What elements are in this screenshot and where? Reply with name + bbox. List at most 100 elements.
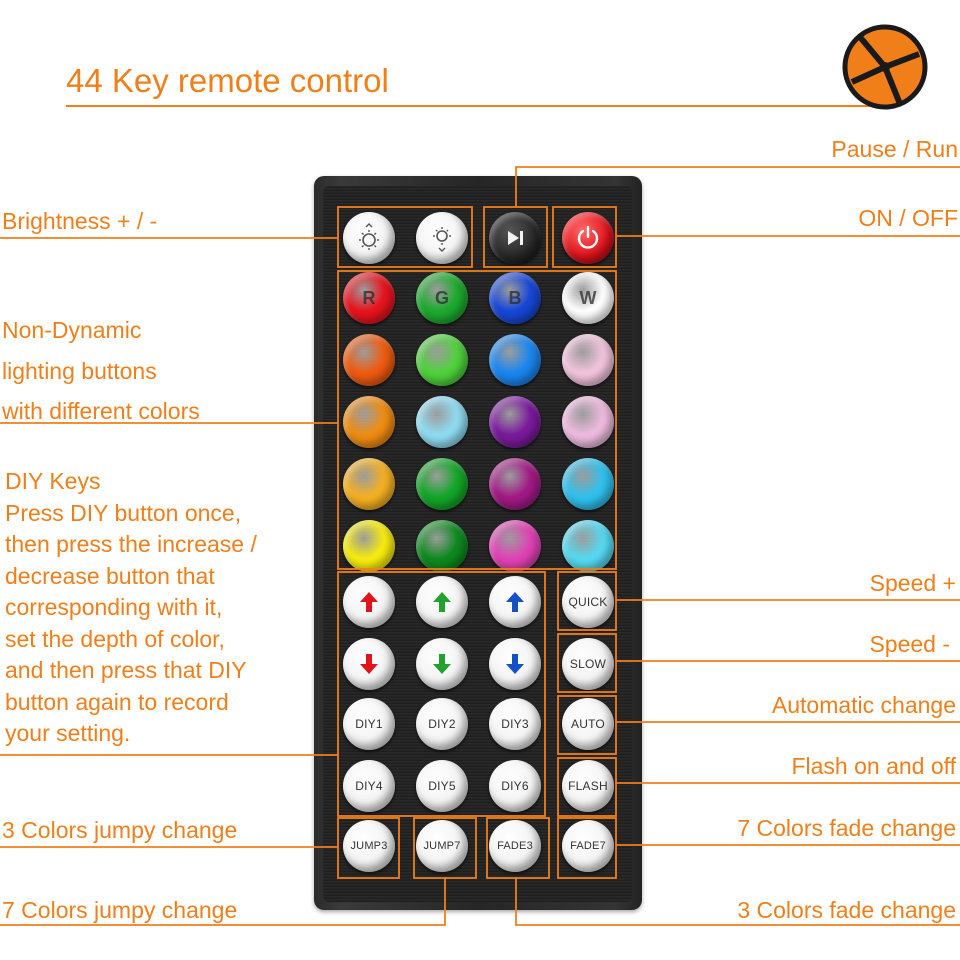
diy-line: Press DIY button once, [5,499,242,526]
blue-up-button[interactable] [489,576,541,628]
jump7-group-box [413,817,477,879]
arrow-up-icon [506,592,524,612]
fade3-button[interactable]: FADE3 [489,820,541,872]
fade7-button[interactable]: FADE7 [562,820,614,872]
flash-label: FLASH [568,779,608,793]
sun-up-icon [359,223,379,250]
jump3-group-box [337,817,400,879]
diy3-button[interactable]: DIY3 [489,698,541,750]
color-letter: G [434,287,449,308]
pause-group-box [483,206,548,268]
color-button-r3-c4[interactable] [562,396,614,448]
diy-line: decrease button that [5,562,215,589]
jump3-label: JUMP3 [350,840,388,852]
flash-group-box [557,757,617,817]
jump3-button[interactable]: JUMP3 [343,820,395,872]
green-down-button[interactable] [416,638,468,690]
diy2-label: DIY2 [428,717,456,731]
auto-label-text: Automatic change [771,692,956,718]
diy-line: your setting. [5,720,131,746]
power-group-box [552,206,617,268]
auto-button[interactable]: AUTO [562,698,614,750]
fade3-label: FADE3 [497,840,533,852]
reel-logo-icon [842,24,928,110]
quick-button[interactable]: QUICK [562,576,614,628]
slow-button[interactable]: SLOW [562,638,614,690]
flash-button[interactable]: FLASH [562,760,614,812]
non-dynamic-line: Non-Dynamic [2,317,142,343]
color-group-box [337,270,617,570]
fade3-leader [515,878,960,926]
fade7-label: FADE7 [570,840,606,852]
color-button-r1-c1[interactable]: R [343,272,395,324]
power-button[interactable] [562,212,614,264]
fade7-label-text: 7 Colors fade change [737,815,956,841]
quick-label: QUICK [568,595,608,609]
brightness-label: Brightness + / - [2,208,158,234]
color-button-r3-c1[interactable] [343,396,395,448]
red-down-button[interactable] [343,638,395,690]
diy-text: DIY Keys Press DIY button once, then pre… [5,466,257,750]
fade3-label-text: 3 Colors fade change [737,897,956,923]
color-button-r4-c2[interactable] [416,458,468,510]
color-button-r2-c1[interactable] [343,334,395,386]
color-button-r4-c3[interactable] [489,458,541,510]
on-off-label: ON / OFF [858,205,958,231]
title-underline [66,105,896,107]
color-button-r1-c3[interactable]: B [489,272,541,324]
page-title: 44 Key remote control [66,62,389,99]
fade7-group-box [557,817,617,879]
color-button-r5-c3[interactable] [489,520,541,572]
diy2-button[interactable]: DIY2 [416,698,468,750]
diy5-button[interactable]: DIY5 [416,760,468,812]
diy3-label: DIY3 [501,717,529,731]
diy-line: corresponding with it, [5,594,223,620]
green-up-button[interactable] [416,576,468,628]
blue-down-button[interactable] [489,638,541,690]
color-button-r2-c4[interactable] [562,334,614,386]
diy6-label: DIY6 [501,779,529,793]
brightness-group-box [337,206,473,268]
color-button-r5-c2[interactable] [416,520,468,572]
color-button-r2-c2[interactable] [416,334,468,386]
color-button-r2-c3[interactable] [489,334,541,386]
diy-line: DIY Keys [5,468,101,494]
diy5-label: DIY5 [428,779,456,793]
arrow-down-icon [506,654,524,674]
brightness-down-button[interactable] [416,212,468,264]
diy1-button[interactable]: DIY1 [343,698,395,750]
color-button-r5-c1[interactable] [343,520,395,572]
arrow-up-icon [433,592,451,612]
jump7-label: JUMP7 [423,840,461,852]
color-letter: R [362,287,376,308]
auto-group-box [557,695,617,755]
diy1-label: DIY1 [355,717,383,731]
slow-group-box [557,633,617,693]
color-button-r1-c2[interactable]: G [416,272,468,324]
jump3-label-text: 3 Colors jumpy change [2,817,238,843]
color-button-r3-c2[interactable] [416,396,468,448]
speed-down-label: Speed - [869,631,950,657]
auto-label: AUTO [571,717,605,731]
diy6-button[interactable]: DIY6 [489,760,541,812]
jump7-label-text: 7 Colors jumpy change [2,897,238,923]
brightness-up-button[interactable] [343,212,395,264]
diy-line: set the depth of color, [5,625,225,652]
color-button-r4-c4[interactable] [562,458,614,510]
non-dynamic-line: with different colors [2,398,200,424]
color-button-r5-c4[interactable] [562,520,614,572]
color-button-r1-c4[interactable]: W [562,272,614,324]
diy-line: then press the increase / [5,531,257,557]
color-button-r4-c1[interactable] [343,458,395,510]
diy-line: and then press that DIY [5,657,247,683]
color-button-r3-c3[interactable] [489,396,541,448]
pause-run-button[interactable] [489,212,541,264]
sun-down-icon [433,227,451,252]
diy4-button[interactable]: DIY4 [343,760,395,812]
non-dynamic-line: lighting buttons [2,357,157,384]
pause-run-label: Pause / Run [831,136,958,162]
arrow-down-icon [360,654,378,674]
red-up-button[interactable] [343,576,395,628]
non-dynamic-text: Non-Dynamic lighting buttons with differ… [2,310,200,432]
jump7-button[interactable]: JUMP7 [416,820,468,872]
